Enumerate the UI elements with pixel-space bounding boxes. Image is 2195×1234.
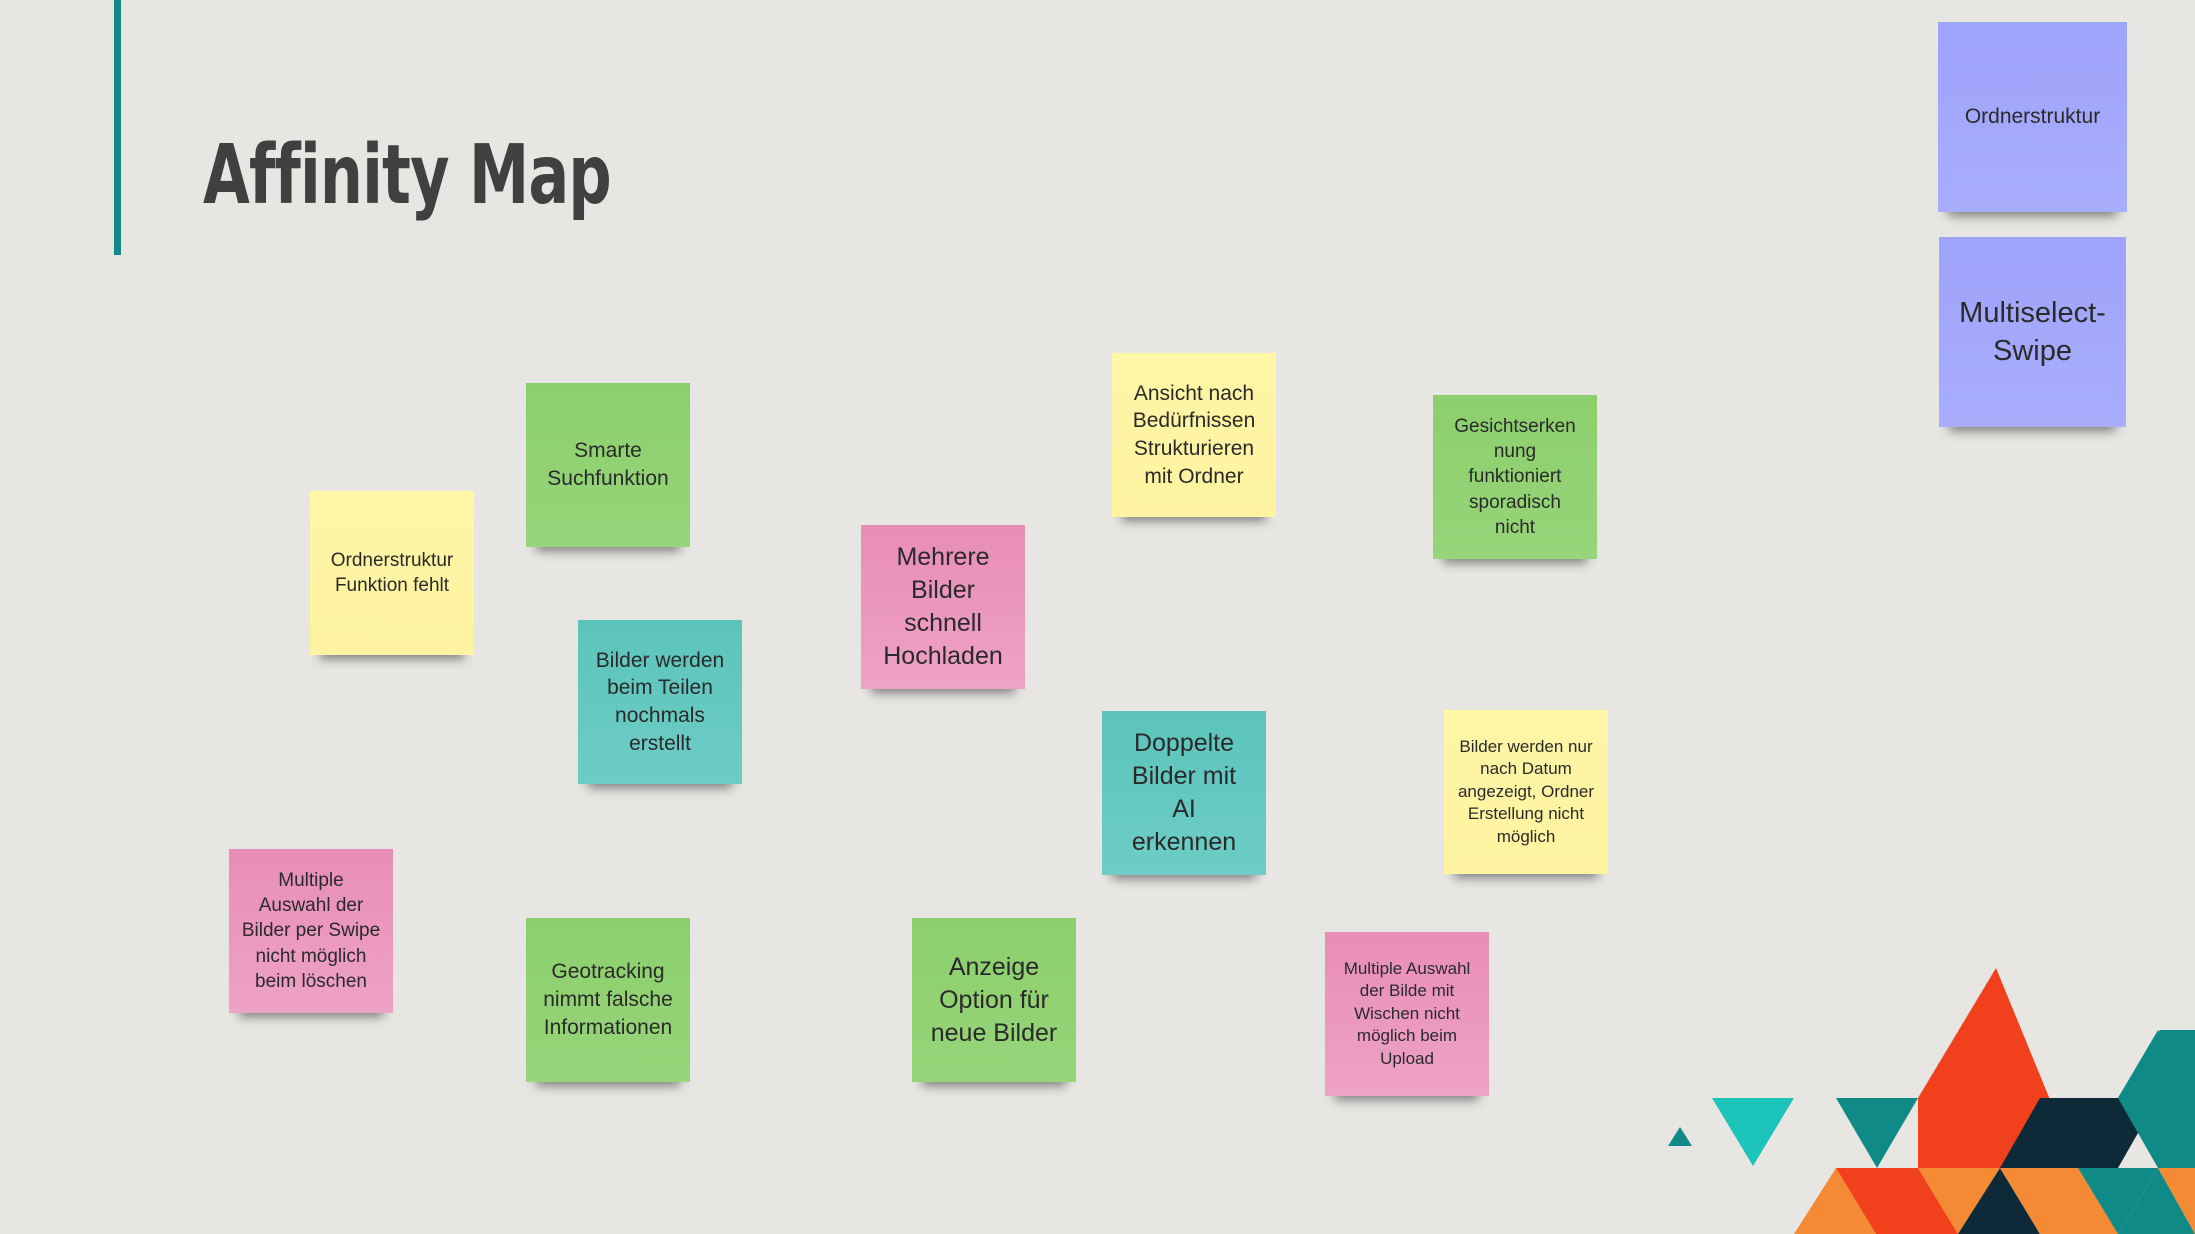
sticky-note-text: Geotracking nimmt falsche Informationen: [543, 960, 673, 1039]
sticky-note-text: Ansicht nach Bedürfnissen Strukturieren …: [1132, 381, 1256, 488]
sticky-note-text: Multiple Auswahl der Bilde mit Wischen n…: [1343, 958, 1471, 1068]
sticky-note-text: Mehrere Bilder schnell Hochladen: [883, 543, 1003, 670]
sticky-note-ordnerstruktur-fehlt[interactable]: Ordnerstruktur Funktion fehlt: [310, 491, 474, 655]
sticky-note-text: Smarte Suchfunktion: [547, 439, 669, 490]
sticky-note-bilder-teilen[interactable]: Bilder werden beim Teilen nochmals erste…: [578, 620, 742, 784]
sticky-note-multiple-auswahl-upload[interactable]: Multiple Auswahl der Bilde mit Wischen n…: [1325, 932, 1489, 1096]
sticky-note-text: Doppelte Bilder mit AI erkennen: [1131, 729, 1237, 856]
sticky-note-anzeige-option[interactable]: Anzeige Option für neue Bilder: [912, 918, 1076, 1082]
sticky-note-text: Ordnerstruktur Funktion fehlt: [330, 549, 454, 596]
sticky-note-gesichtserkennung[interactable]: Gesichtserken nung funktioniert sporadis…: [1433, 395, 1597, 559]
sticky-note-multiple-auswahl-loeschen[interactable]: Multiple Auswahl der Bilder per Swipe ni…: [229, 849, 393, 1013]
slide-title: Affinity Map: [203, 128, 612, 223]
legend-note-multiselect-swipe[interactable]: Multiselect- Swipe: [1939, 237, 2126, 427]
legend-note-ordnerstruktur[interactable]: Ordnerstruktur: [1938, 22, 2127, 212]
sticky-note-mehrere-bilder[interactable]: Mehrere Bilder schnell Hochladen: [861, 525, 1025, 689]
legend-note-text: Multiselect- Swipe: [1959, 296, 2106, 367]
title-accent-bar: [114, 0, 121, 255]
sticky-note-text: Bilder werden beim Teilen nochmals erste…: [595, 648, 725, 755]
legend-note-text: Ordnerstruktur: [1964, 105, 2101, 129]
sticky-note-text: Bilder werden nur nach Datum angezeigt, …: [1457, 736, 1595, 846]
sticky-note-smarte-suchfunktion[interactable]: Smarte Suchfunktion: [526, 383, 690, 547]
sticky-note-text: Anzeige Option für neue Bilder: [930, 952, 1058, 1047]
sticky-note-text: Multiple Auswahl der Bilder per Swipe ni…: [241, 870, 381, 992]
sticky-note-doppelte-bilder[interactable]: Doppelte Bilder mit AI erkennen: [1102, 711, 1266, 875]
sticky-note-text: Gesichtserken nung funktioniert sporadis…: [1454, 416, 1576, 538]
sticky-note-geotracking[interactable]: Geotracking nimmt falsche Informationen: [526, 918, 690, 1082]
sticky-note-datum-anzeige[interactable]: Bilder werden nur nach Datum angezeigt, …: [1444, 710, 1608, 874]
sticky-note-ansicht-ordner[interactable]: Ansicht nach Bedürfnissen Strukturieren …: [1112, 353, 1276, 517]
